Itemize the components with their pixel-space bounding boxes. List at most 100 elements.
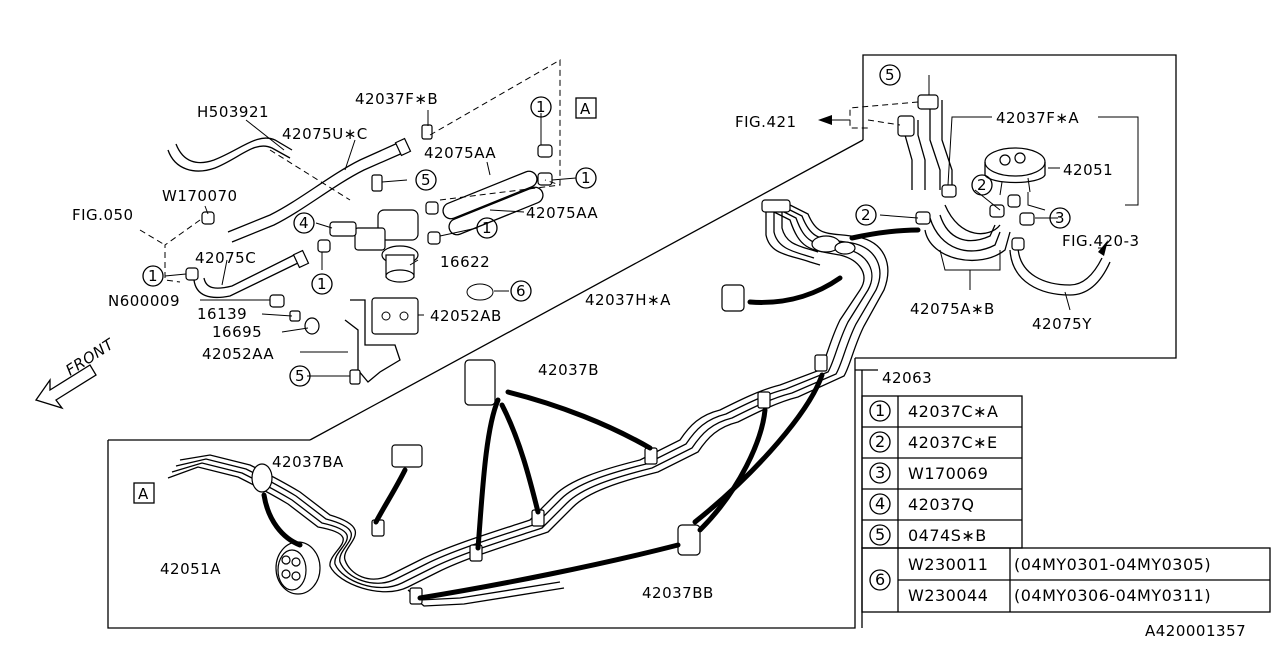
callout-number: 3	[1055, 209, 1065, 227]
legend-part-4: 42037Q	[908, 495, 975, 514]
hose-42075aa-upper	[442, 170, 538, 220]
label-p42037bb: 42037BB	[642, 584, 714, 602]
hose-42075c	[193, 249, 310, 299]
callout-1-6: 1	[311, 273, 333, 295]
legend-layer: 1 42037C∗A 2 42037C∗E 3 W170069 4 42037Q 5 0474S∗…	[869, 400, 1211, 605]
front-arrow: FRONT	[34, 334, 118, 410]
callout-1-2: 1	[575, 167, 597, 189]
callout-number: 5	[885, 66, 895, 84]
legend-circle-2	[869, 431, 891, 453]
legend-part-2: 42037C∗E	[908, 433, 998, 452]
ref-a-box-top: A	[575, 97, 597, 119]
dashed-assembly-lines	[139, 59, 561, 283]
callout-number: 1	[581, 169, 591, 187]
callout-5-8: 5	[289, 365, 311, 387]
callout-5-9: 5	[879, 64, 901, 86]
legend-part-5: 0474S∗B	[908, 526, 987, 545]
label-p42063: 42063	[882, 369, 932, 387]
callout-number: 1	[148, 267, 158, 285]
hose-42075uc	[227, 137, 412, 243]
legend-num-5: 5	[875, 525, 886, 544]
label-h503921: H503921	[197, 103, 269, 121]
callout-1-1: 1	[530, 96, 552, 118]
label-p42037fa: 42037F∗A	[996, 109, 1079, 127]
legend-circle-6	[869, 569, 891, 591]
legend-table	[855, 369, 1271, 628]
label-p42052aa: 42052AA	[202, 345, 274, 363]
callout-6-7: 6	[510, 280, 532, 302]
front-label: FRONT	[62, 334, 118, 379]
label-p42051: 42051	[1063, 161, 1113, 179]
legend6-range-1: (04MY0306-04MY0311)	[1014, 586, 1211, 605]
label-p42075aa-1: 42075AA	[424, 144, 496, 162]
label-p42051a: 42051A	[160, 560, 221, 578]
clips-right	[915, 184, 1035, 251]
legend-circle-5	[869, 524, 891, 546]
leader-lines-right	[879, 75, 1139, 311]
legend6-part-0: W230011	[908, 555, 988, 574]
ref-a-bottom-text: A	[138, 485, 149, 503]
legend-circle-4	[869, 493, 891, 515]
label-p42075aa-2: 42075AA	[526, 204, 598, 222]
callout-3-12: 3	[1049, 207, 1071, 229]
leader-lines-left	[164, 110, 577, 377]
detail-frame-top-right	[855, 54, 1177, 359]
callout-4-3: 4	[293, 212, 315, 234]
label-w170070: W170070	[162, 187, 238, 205]
legend-num-6: 6	[875, 570, 886, 589]
doc-number: A420001357	[1145, 622, 1246, 640]
callout-layer: 5 1 1 4 1 1 1 6 5 5 2 2 3	[142, 64, 1071, 387]
grommet-42051a	[251, 463, 321, 595]
hose-42075aa-lower	[448, 186, 544, 236]
label-n600009: N600009	[108, 292, 180, 310]
label-layer: H50392142037F∗B42075U∗C42075AA42075AAW17…	[72, 90, 1140, 602]
label-p42037ha: 42037H∗A	[585, 291, 671, 309]
legend-circle-3	[869, 462, 891, 484]
legend-circle-1	[869, 400, 891, 422]
legend-part-3: W170069	[908, 464, 988, 483]
solenoid-valve-16622	[329, 209, 419, 283]
label-p42037ba: 42037BA	[272, 453, 344, 471]
label-p16695: 16695	[212, 323, 262, 341]
callout-number: 4	[299, 214, 309, 232]
callout-1-4: 1	[476, 217, 498, 239]
hose-42075ab	[924, 204, 1011, 262]
detail-frame-bottom	[107, 139, 864, 629]
callout-5-0: 5	[415, 169, 437, 191]
legend6-part-1: W230044	[908, 586, 988, 605]
callout-2-10: 2	[855, 204, 877, 226]
legend-num-1: 1	[875, 401, 886, 420]
callout-number: 1	[482, 219, 492, 237]
callout-number: 2	[861, 206, 871, 224]
legend-num-2: 2	[875, 432, 886, 451]
label-p42075c: 42075C	[195, 249, 256, 267]
evap-pipes-top	[897, 94, 953, 190]
ref-a-top-text: A	[580, 100, 591, 118]
dashed-lines-right	[818, 101, 919, 129]
legend6-range-0: (04MY0301-04MY0305)	[1014, 555, 1211, 574]
association-bands	[261, 227, 921, 601]
hose-42075y	[1009, 247, 1111, 296]
bracket-42052aa	[344, 299, 401, 383]
label-p42075ab: 42075A∗B	[910, 300, 995, 318]
legend-part-1: 42037C∗A	[908, 402, 998, 421]
label-fig421: FIG.421	[735, 113, 797, 131]
legend-num-4: 4	[875, 494, 886, 513]
filler-cap-42051	[984, 147, 1060, 196]
label-p42052ab: 42052AB	[430, 307, 502, 325]
callout-number: 2	[977, 176, 987, 194]
label-fig420-3: FIG.420-3	[1062, 232, 1140, 250]
label-p42037fb: 42037F∗B	[355, 90, 438, 108]
ref-a-box-bottom: A	[133, 482, 155, 504]
callout-number: 1	[536, 98, 546, 116]
legend-num-3: 3	[875, 463, 886, 482]
bracket-42052ab	[371, 297, 419, 335]
callout-2-11: 2	[971, 174, 993, 196]
callout-1-5: 1	[142, 265, 164, 287]
callout-number: 6	[516, 282, 526, 300]
pipe-ends-top	[761, 199, 856, 266]
label-fig050: FIG.050	[72, 206, 134, 224]
hose-h503921	[167, 137, 293, 172]
